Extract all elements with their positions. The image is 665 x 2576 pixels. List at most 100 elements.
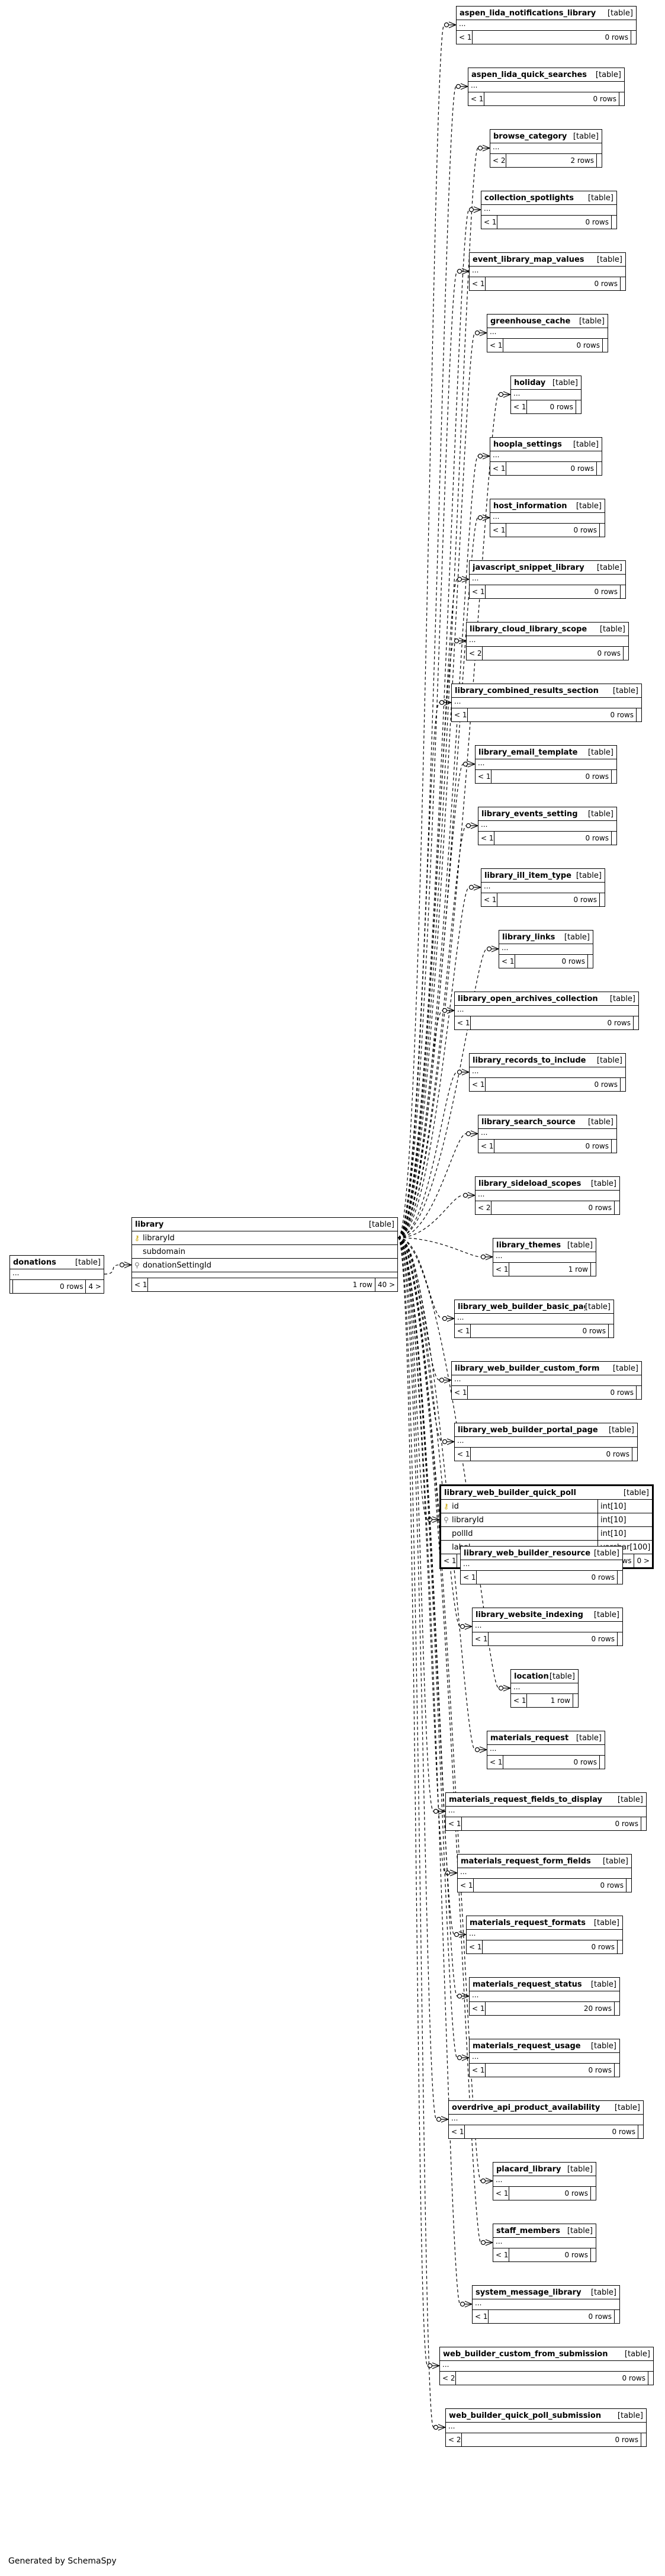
children-count[interactable]: < 1 [496, 2189, 509, 2198]
parents-count[interactable] [599, 524, 605, 537]
parents-count[interactable] [620, 277, 625, 290]
parents-count[interactable] [614, 2064, 619, 2077]
children-count[interactable]: < 1 [134, 1281, 147, 1289]
parents-count[interactable] [611, 832, 616, 845]
children-count[interactable]: < 1 [457, 1019, 470, 1027]
table-name[interactable]: browse_category [493, 131, 567, 141]
table-name[interactable]: javascript_snippet_library [473, 563, 584, 572]
related-table-aspen-lida-notifications-library[interactable]: aspen_lida_notifications_library[table].… [456, 6, 637, 44]
related-table-overdrive-api-product-availability[interactable]: overdrive_api_product_availability[table… [448, 2100, 644, 2139]
parents-count[interactable] [611, 216, 616, 229]
table-name[interactable]: library_website_indexing [476, 1610, 583, 1619]
children-count[interactable]: < 1 [454, 1388, 467, 1397]
parents-count[interactable] [617, 1571, 622, 1584]
table-name[interactable]: library_web_builder_portal_page [458, 1425, 598, 1435]
children-count[interactable]: < 1 [457, 1327, 470, 1335]
parents-count[interactable] [611, 1140, 616, 1153]
children-count[interactable]: < 1 [490, 1758, 503, 1766]
table-name[interactable]: library_links [502, 932, 555, 942]
parents-count[interactable] [626, 1879, 631, 1892]
parents-count[interactable] [596, 462, 602, 475]
table-name[interactable]: library_email_template [478, 748, 578, 757]
table-name[interactable]: library_events_setting [481, 809, 578, 819]
table-name[interactable]: library_records_to_include [473, 1056, 586, 1065]
related-table-web-builder-quick-poll-submission[interactable]: web_builder_quick_poll_submission[table]… [445, 2408, 647, 2447]
table-name[interactable]: library_themes [496, 1240, 561, 1250]
children-count[interactable]: < 1 [481, 834, 494, 842]
related-table-library-web-builder-portal-page[interactable]: library_web_builder_portal_page[table]..… [454, 1423, 638, 1461]
children-count[interactable]: < 1 [493, 526, 506, 534]
children-count[interactable]: < 1 [472, 1080, 485, 1089]
related-table-library-combined-results-section[interactable]: library_combined_results_section[table].… [451, 684, 642, 722]
table-name[interactable]: library_cloud_library_scope [470, 624, 587, 634]
table-name[interactable]: library_ill_item_type [484, 871, 571, 880]
parents-count[interactable] [641, 2433, 646, 2446]
parents-count[interactable] [596, 154, 602, 167]
table-name[interactable]: holiday [514, 378, 546, 387]
table-name[interactable]: web_builder_quick_poll_submission [449, 2411, 602, 2420]
parents-count[interactable] [608, 1324, 613, 1337]
table-name[interactable]: library_sideload_scopes [478, 1179, 582, 1188]
children-count[interactable]: < 1 [493, 464, 506, 473]
parents-count[interactable] [620, 1078, 625, 1091]
table-name[interactable]: materials_request_status [473, 1980, 582, 1989]
children-count[interactable]: < 1 [513, 403, 526, 411]
children-count[interactable]: < 1 [469, 1943, 482, 1951]
table-name[interactable]: materials_request [490, 1733, 569, 1743]
table-name[interactable]: placard_library [496, 2164, 561, 2174]
table-name[interactable]: library_combined_results_section [455, 686, 599, 695]
parents-count[interactable] [636, 1386, 641, 1399]
table-name[interactable]: web_builder_custom_from_submission [443, 2349, 608, 2359]
children-count[interactable]: < 1 [471, 95, 484, 103]
related-table-library-web-builder-resource[interactable]: library_web_builder_resource[table]...< … [460, 1546, 623, 1584]
related-table-library-web-builder-custom-form[interactable]: library_web_builder_custom_form[table]..… [451, 1361, 642, 1400]
parents-count[interactable] [611, 770, 616, 783]
parents-count[interactable] [641, 1817, 646, 1830]
table-name[interactable]: aspen_lida_quick_searches [471, 70, 587, 79]
table-name[interactable]: library_web_builder_quick_poll [444, 1488, 576, 1497]
children-count[interactable]: < 1 [472, 2004, 485, 2013]
table-name[interactable]: staff_members [496, 2226, 560, 2235]
parents-count[interactable] [638, 2125, 643, 2138]
children-count[interactable]: < 1 [472, 588, 485, 596]
children-count[interactable]: < 1 [460, 1881, 473, 1890]
parents-count[interactable] [576, 400, 581, 413]
parents-count[interactable] [631, 31, 636, 44]
table-name[interactable]: library_open_archives_collection [458, 994, 598, 1003]
table-name[interactable]: materials_request_fields_to_display [449, 1795, 602, 1804]
children-count[interactable]: < 1 [451, 2128, 464, 2136]
table-name[interactable]: library_search_source [481, 1117, 576, 1127]
parents-count[interactable] [632, 1448, 637, 1461]
parents-count[interactable] [590, 1263, 596, 1276]
children-count[interactable]: < 2 [442, 2374, 455, 2382]
parents-count[interactable] [599, 893, 605, 906]
table-column-row[interactable]: subdomain [132, 1245, 397, 1259]
parents-count[interactable] [620, 585, 625, 598]
children-count[interactable]: < 2 [448, 2436, 461, 2444]
table-name[interactable]: donations [13, 1257, 56, 1267]
parents-count[interactable] [587, 955, 593, 968]
children-count[interactable]: < 2 [469, 649, 482, 657]
children-count[interactable]: < 1 [484, 218, 497, 226]
parents-count[interactable] [633, 1016, 638, 1029]
related-table-library-web-builder-basic-page[interactable]: library_web_builder_basic_page[table]...… [454, 1300, 614, 1338]
children-count[interactable]: < 1 [463, 1573, 476, 1581]
